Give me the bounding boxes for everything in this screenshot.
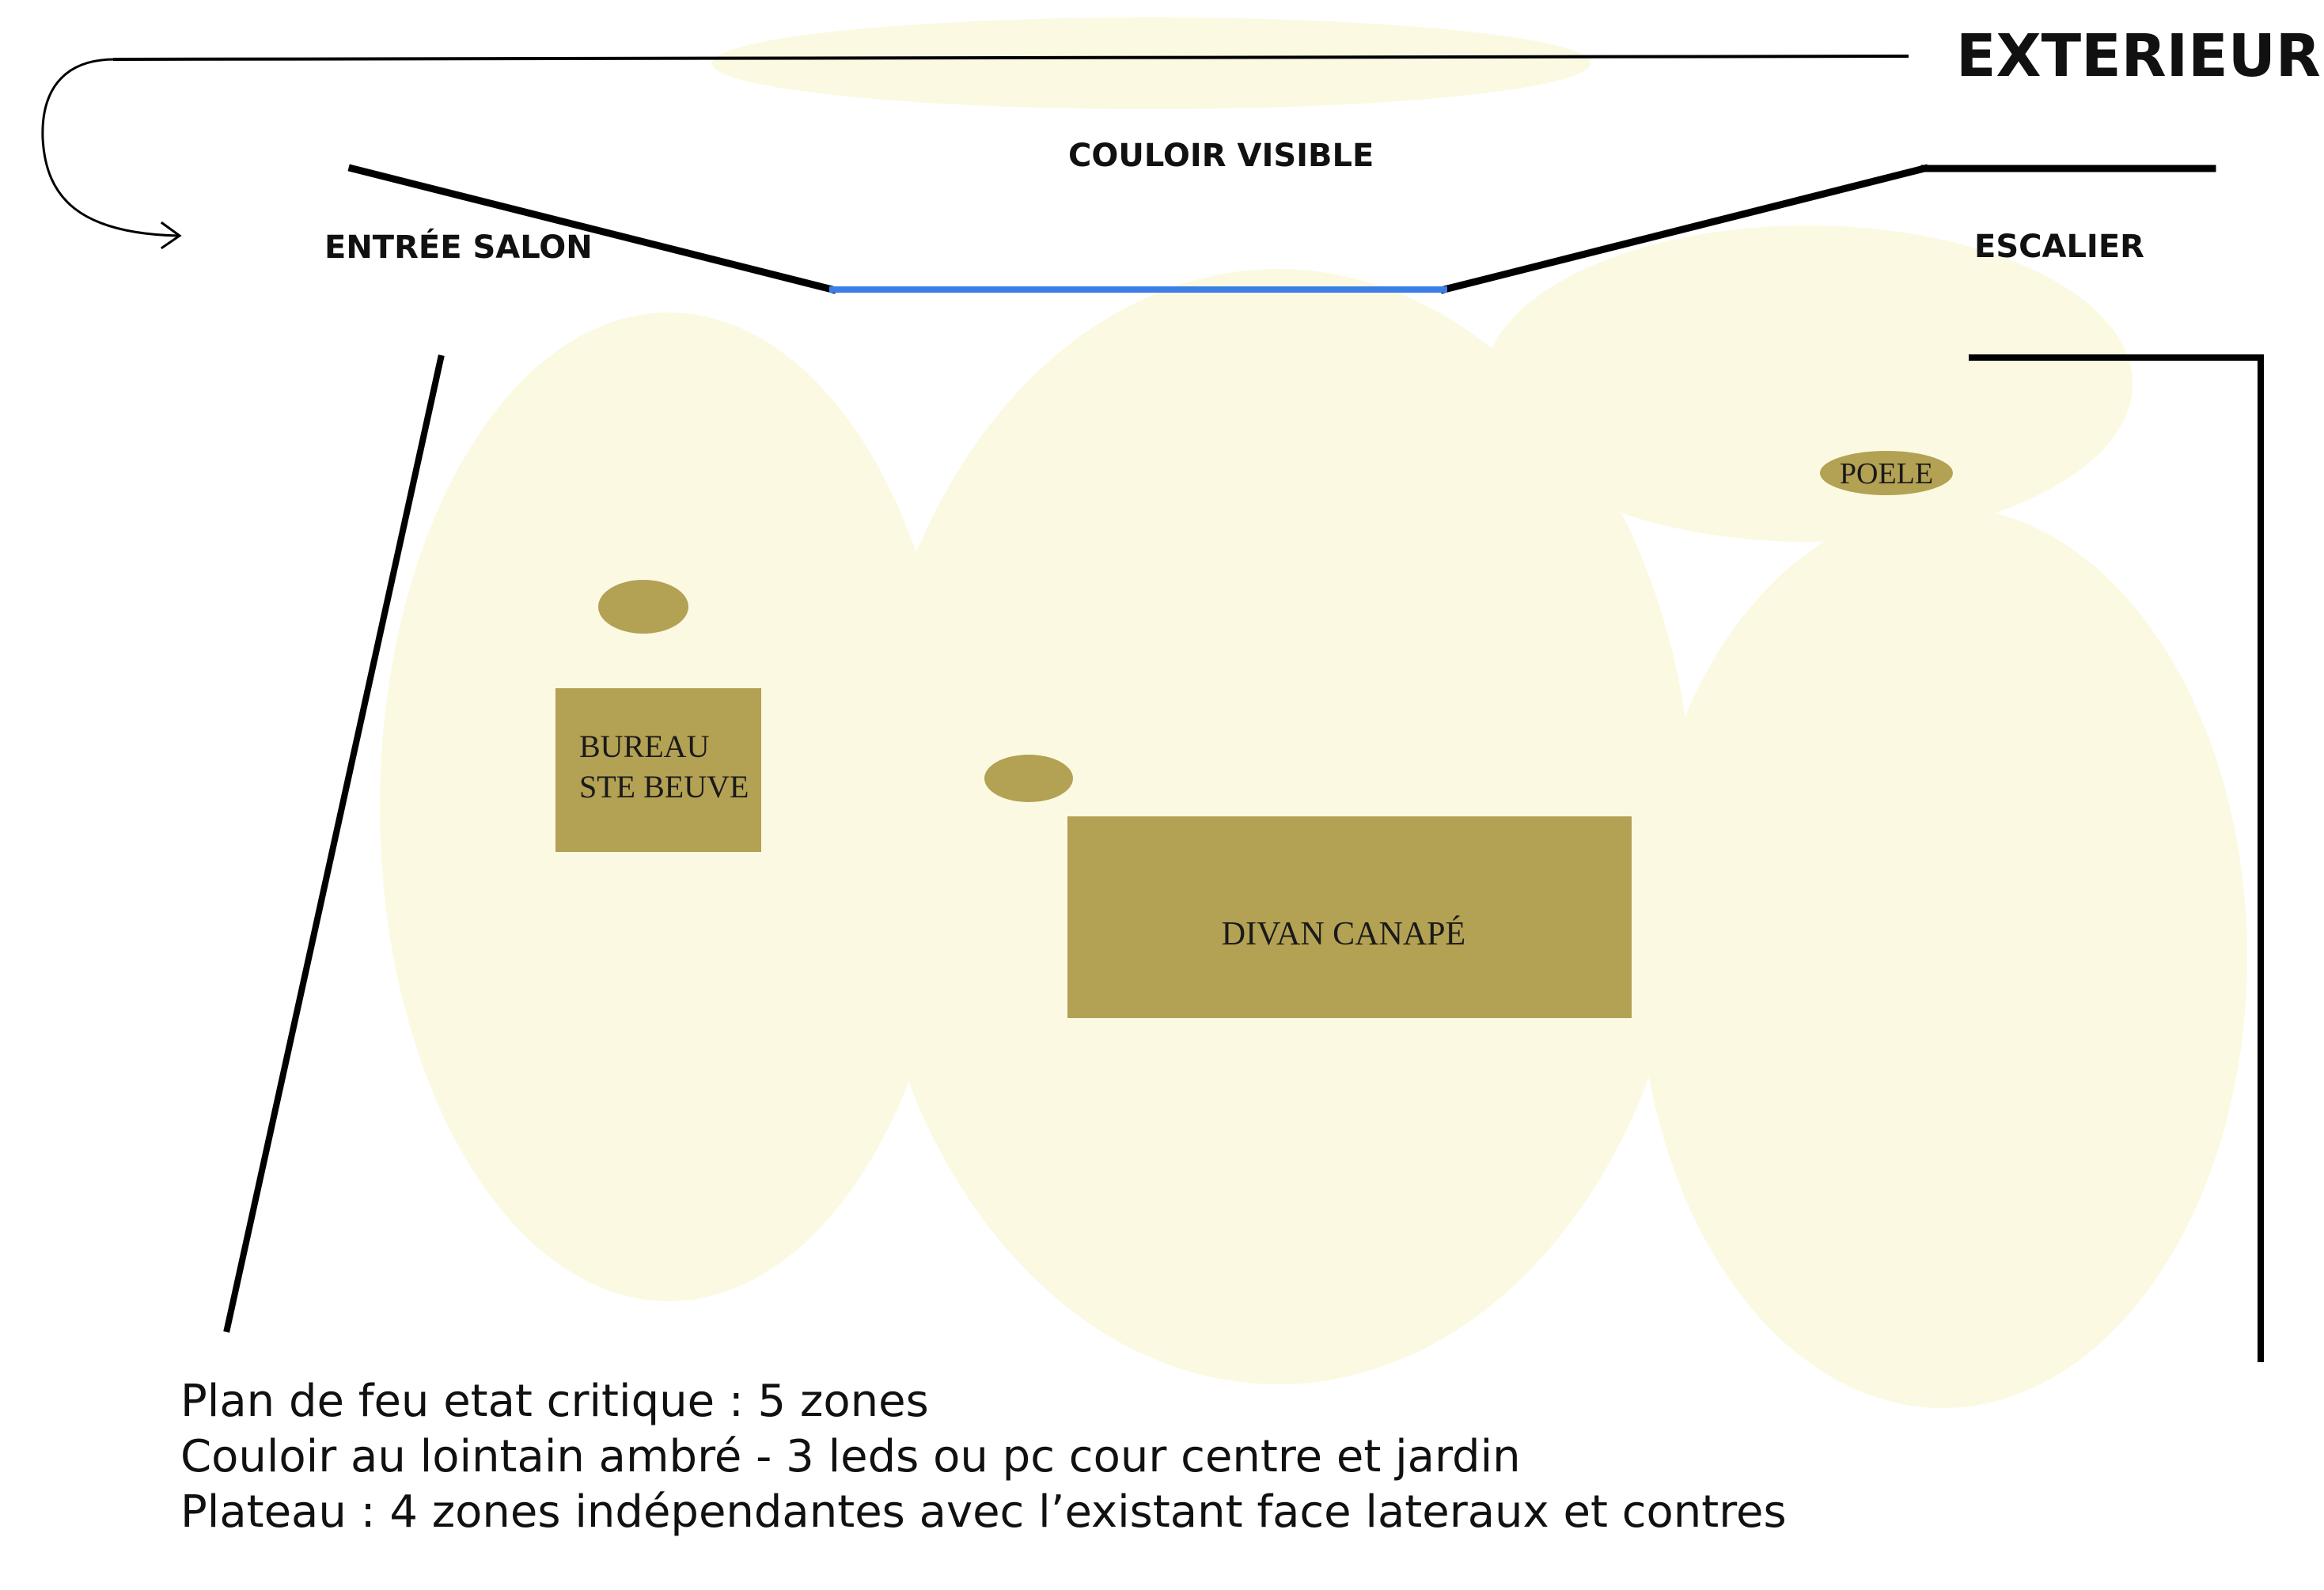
zone-couloir-lointain	[712, 17, 1590, 109]
entry-arrow-curve	[41, 58, 180, 237]
divan-shape	[1067, 816, 1632, 1018]
arrow-head-icon	[160, 221, 182, 250]
area-labels: EXTERIEUR COULOIR VISIBLE ENTRÉE SALON E…	[324, 22, 2321, 266]
couloir-label: COULOIR VISIBLE	[1068, 138, 1374, 174]
divan-label: DIVAN CANAPÉ	[1222, 915, 1465, 952]
wall-left-side	[223, 354, 445, 1333]
wall-left-diagonal	[347, 164, 837, 294]
light-spot-centre	[984, 755, 1073, 802]
walls	[41, 54, 2264, 1362]
zone-escalier	[1484, 225, 2133, 542]
furniture	[555, 451, 1953, 1018]
zone-cour	[1638, 506, 2247, 1408]
note-line-2: Couloir au lointain ambré - 3 leds ou pc…	[180, 1431, 1521, 1482]
poele-label: POELE	[1840, 457, 1933, 490]
bureau-label-line2: STE BEUVE	[579, 769, 749, 804]
wall-right-diagonal	[1439, 164, 1929, 294]
exterior-line	[112, 54, 1909, 62]
furniture-labels: POELE BUREAU STE BEUVE DIVAN CANAPÉ	[579, 457, 1933, 952]
note-line-1: Plan de feu etat critique : 5 zones	[180, 1376, 929, 1427]
exterieur-label: EXTERIEUR	[1956, 22, 2321, 90]
wall-right-stair	[1969, 354, 2264, 1362]
bureau-label-line1: BUREAU	[579, 729, 710, 764]
light-spot-left	[598, 580, 688, 634]
plan-notes: Plan de feu etat critique : 5 zones Coul…	[180, 1376, 1787, 1538]
note-line-3: Plateau : 4 zones indépendantes avec l’e…	[180, 1486, 1787, 1538]
poele-shape	[1820, 451, 1953, 495]
escalier-label: ESCALIER	[1974, 229, 2144, 265]
bureau-shape	[555, 688, 761, 852]
entree-label: ENTRÉE SALON	[324, 228, 593, 266]
